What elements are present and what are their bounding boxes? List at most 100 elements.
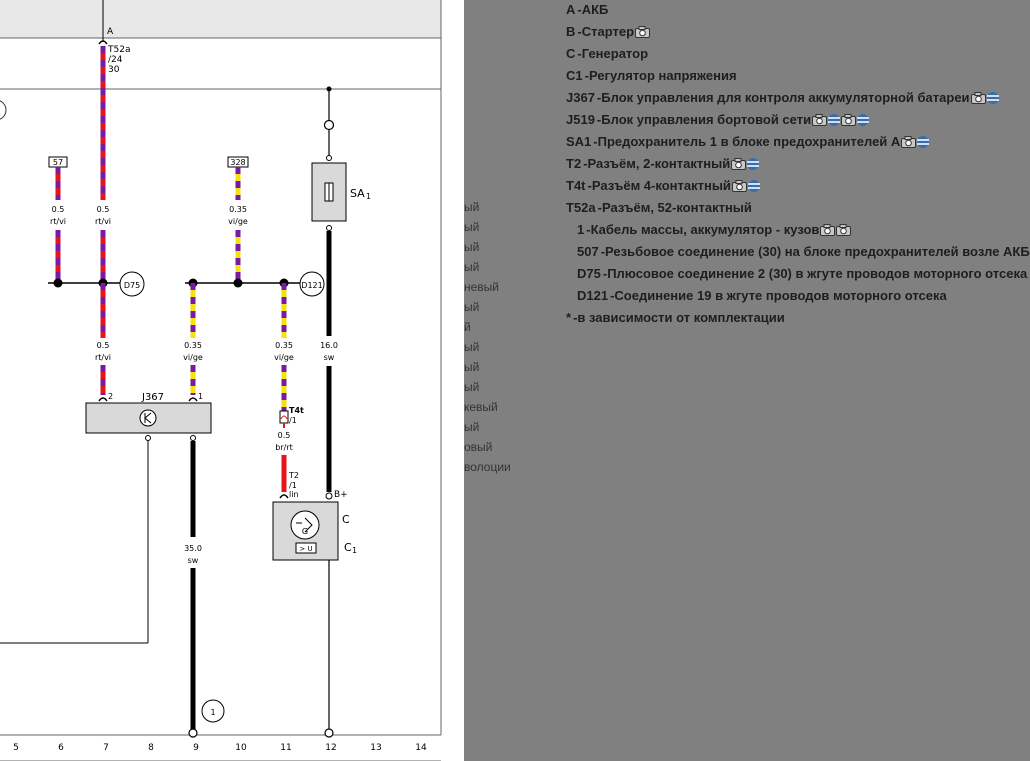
camera-icon[interactable]: [901, 135, 917, 148]
ground-node-1: [201, 699, 225, 723]
wire-color-label: rt/vi: [95, 217, 111, 226]
wire-color-label: sw: [324, 353, 335, 362]
legend-separator: -: [593, 134, 598, 149]
node-d75-label: D75: [124, 281, 140, 290]
t52a-name: T52a: [107, 45, 130, 55]
legend-code: C1: [566, 68, 583, 83]
legend-separator: -: [573, 310, 578, 325]
ground-node-1-label: 1: [210, 708, 215, 717]
legend-item: T2 - Разъём, 2-контактный: [566, 156, 760, 171]
t52a-pin: /24: [108, 55, 123, 65]
partial-text: ый: [464, 260, 480, 274]
camera-icon[interactable]: [635, 25, 651, 38]
legend-code: T52a: [566, 200, 596, 215]
legend-text: Стартер: [581, 24, 635, 39]
legend-code: J519: [566, 112, 595, 127]
wire-color-label: sw: [188, 556, 199, 565]
camera-icon[interactable]: [836, 223, 852, 236]
legend-text: Генератор: [581, 46, 649, 61]
t2-pin2: lin: [289, 490, 299, 499]
legend-item: C1 - Регулятор напряжения: [566, 68, 737, 83]
t4t-label: T4t: [289, 406, 304, 415]
wire-color-label: rt/vi: [95, 353, 111, 362]
separator-strip: [445, 0, 464, 761]
axis-number: 5: [13, 743, 19, 753]
axis-number: 12: [325, 743, 336, 753]
c1-label: C: [344, 541, 352, 554]
globe-icon[interactable]: [917, 135, 930, 148]
partial-node-circle: [0, 100, 7, 120]
legend-text: Плюсовое соединение 2 (30) в жгуте прово…: [607, 266, 1028, 281]
camera-icon[interactable]: [841, 113, 857, 126]
partial-text: ый: [464, 220, 480, 234]
legend-text: Предохранитель 1 в блоке предохранителей…: [597, 134, 901, 149]
legend-text: Разъём 4-контактный: [591, 178, 731, 193]
wire-size-label: 0.5: [97, 341, 110, 350]
legend-item: T4t - Разъём 4-контактный: [566, 178, 760, 193]
wire-size-label: 0.5: [278, 431, 291, 440]
wire-size-label: 0.5: [97, 205, 110, 214]
globe-icon[interactable]: [828, 113, 841, 126]
j367-pin1: 1: [198, 392, 203, 401]
legend-separator: -: [577, 46, 582, 61]
wire-size-label: 0.35: [184, 341, 202, 350]
legend-text: Разъём, 52-контактный: [601, 200, 752, 215]
j367-pin2: 2: [108, 392, 113, 401]
legend-text: в зависимости от комплектации: [577, 310, 785, 325]
legend-code: D75: [577, 266, 601, 281]
legend-separator: -: [602, 266, 608, 281]
legend-text: Соединение 19 в жгуте проводов моторного…: [614, 288, 947, 303]
globe-icon[interactable]: [747, 157, 760, 170]
partial-text: ый: [464, 200, 480, 214]
legend-separator: -: [577, 2, 582, 17]
tag-328: 328: [230, 158, 245, 167]
legend-item: A - АКБ: [566, 2, 608, 17]
legend-separator: -: [597, 200, 602, 215]
partial-text: ый: [464, 340, 480, 354]
t52a-connector-mark: [98, 40, 108, 45]
legend-code: D121: [577, 288, 609, 303]
wiring-diagram: A T52a /24 30 0.5 rt/vi 57 0.5 rt/vi 328: [0, 0, 442, 761]
wire-color-label: vi/ge: [228, 217, 248, 226]
legend-item: SA1 - Предохранитель 1 в блоке предохран…: [566, 134, 930, 149]
legend-item: 1 - Кабель массы, аккумулятор - кузов: [577, 222, 852, 237]
axis-number: 13: [370, 743, 381, 753]
legend-separator: -: [587, 178, 592, 193]
camera-icon[interactable]: [731, 179, 747, 192]
globe-icon[interactable]: [857, 113, 870, 126]
wire-color-label: rt/vi: [50, 217, 66, 226]
legend-code: B: [566, 24, 576, 39]
camera-icon[interactable]: [731, 157, 747, 170]
legend-code: A: [566, 2, 576, 17]
axis-number: 11: [280, 743, 291, 753]
t52a-wire: 30: [108, 65, 120, 75]
legend-item: T52a - Разъём, 52-контактный: [566, 200, 752, 215]
t4t-connector: [279, 410, 289, 424]
tag-57: 57: [53, 158, 63, 167]
regulator-text: > U: [299, 545, 312, 553]
legend-separator: -: [596, 112, 602, 127]
camera-icon[interactable]: [820, 223, 836, 236]
diagram-header-band: [0, 0, 441, 38]
legend-item: C - Генератор: [566, 46, 648, 61]
globe-icon[interactable]: [747, 179, 760, 192]
legend-code: 1: [577, 222, 585, 237]
partial-text: ый: [464, 360, 480, 374]
globe-icon[interactable]: [986, 91, 999, 104]
camera-icon[interactable]: [970, 91, 986, 104]
legend-separator: -: [610, 288, 615, 303]
legend-code: 507: [577, 244, 599, 259]
legend-code: SA1: [566, 134, 592, 149]
partial-text: ый: [464, 380, 480, 394]
legend-item: D121 - Соединение 19 в жгуте проводов мо…: [577, 288, 947, 303]
sa1-sub: 1: [366, 192, 371, 201]
legend-code: *: [566, 310, 572, 325]
camera-icon[interactable]: [812, 113, 828, 126]
wire-size-label: 0.35: [275, 341, 293, 350]
t2-label: T2: [288, 471, 299, 480]
legend-code: J367: [566, 90, 595, 105]
partial-text: ый: [464, 240, 480, 254]
axis-number: 7: [103, 743, 109, 753]
partial-text: волоции: [464, 460, 511, 474]
partial-text: невый: [464, 280, 500, 294]
